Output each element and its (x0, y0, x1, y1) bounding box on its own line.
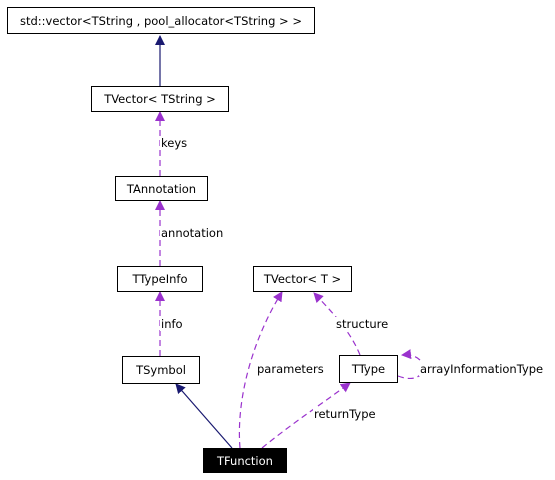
node-std-vector-label: std::vector<TString , pool_allocator<TSt… (20, 13, 302, 28)
node-tsymbol[interactable]: TSymbol (122, 356, 200, 384)
node-ttypeinfo[interactable]: TTypeInfo (117, 266, 203, 292)
edge-label-structure: structure (335, 317, 390, 331)
edge-label-parameters: parameters (256, 362, 325, 376)
node-tsymbol-label: TSymbol (136, 363, 186, 377)
node-ttype-label: TType (351, 362, 386, 376)
node-tannotation-label: TAnnotation (126, 181, 197, 196)
node-tvector-tstring[interactable]: TVector< TString > (91, 86, 229, 112)
node-std-vector[interactable]: std::vector<TString , pool_allocator<TSt… (7, 7, 315, 34)
edge-label-returntype: returnType (313, 407, 377, 421)
node-tannotation[interactable]: TAnnotation (115, 176, 208, 201)
node-tfunction-label: TFunction (217, 453, 273, 468)
node-tfunction[interactable]: TFunction (203, 448, 287, 473)
node-tvector-t-label: TVector< T > (263, 272, 342, 286)
node-tvector-tstring-label: TVector< TString > (104, 92, 216, 106)
node-ttype[interactable]: TType (339, 355, 398, 383)
edge-label-annotation: annotation (160, 226, 225, 240)
edge-label-keys: keys (160, 136, 189, 150)
node-ttypeinfo-label: TTypeInfo (132, 272, 188, 286)
node-tvector-t[interactable]: TVector< T > (253, 266, 352, 292)
edge-parameters (238, 291, 283, 449)
edge-returntype (261, 382, 351, 449)
edge-label-arrayinformationtype: arrayInformationType (419, 362, 545, 376)
edge-label-info: info (160, 317, 184, 331)
edge-structure (313, 292, 361, 356)
edge-tfunction-to-tsymbol (175, 383, 233, 449)
